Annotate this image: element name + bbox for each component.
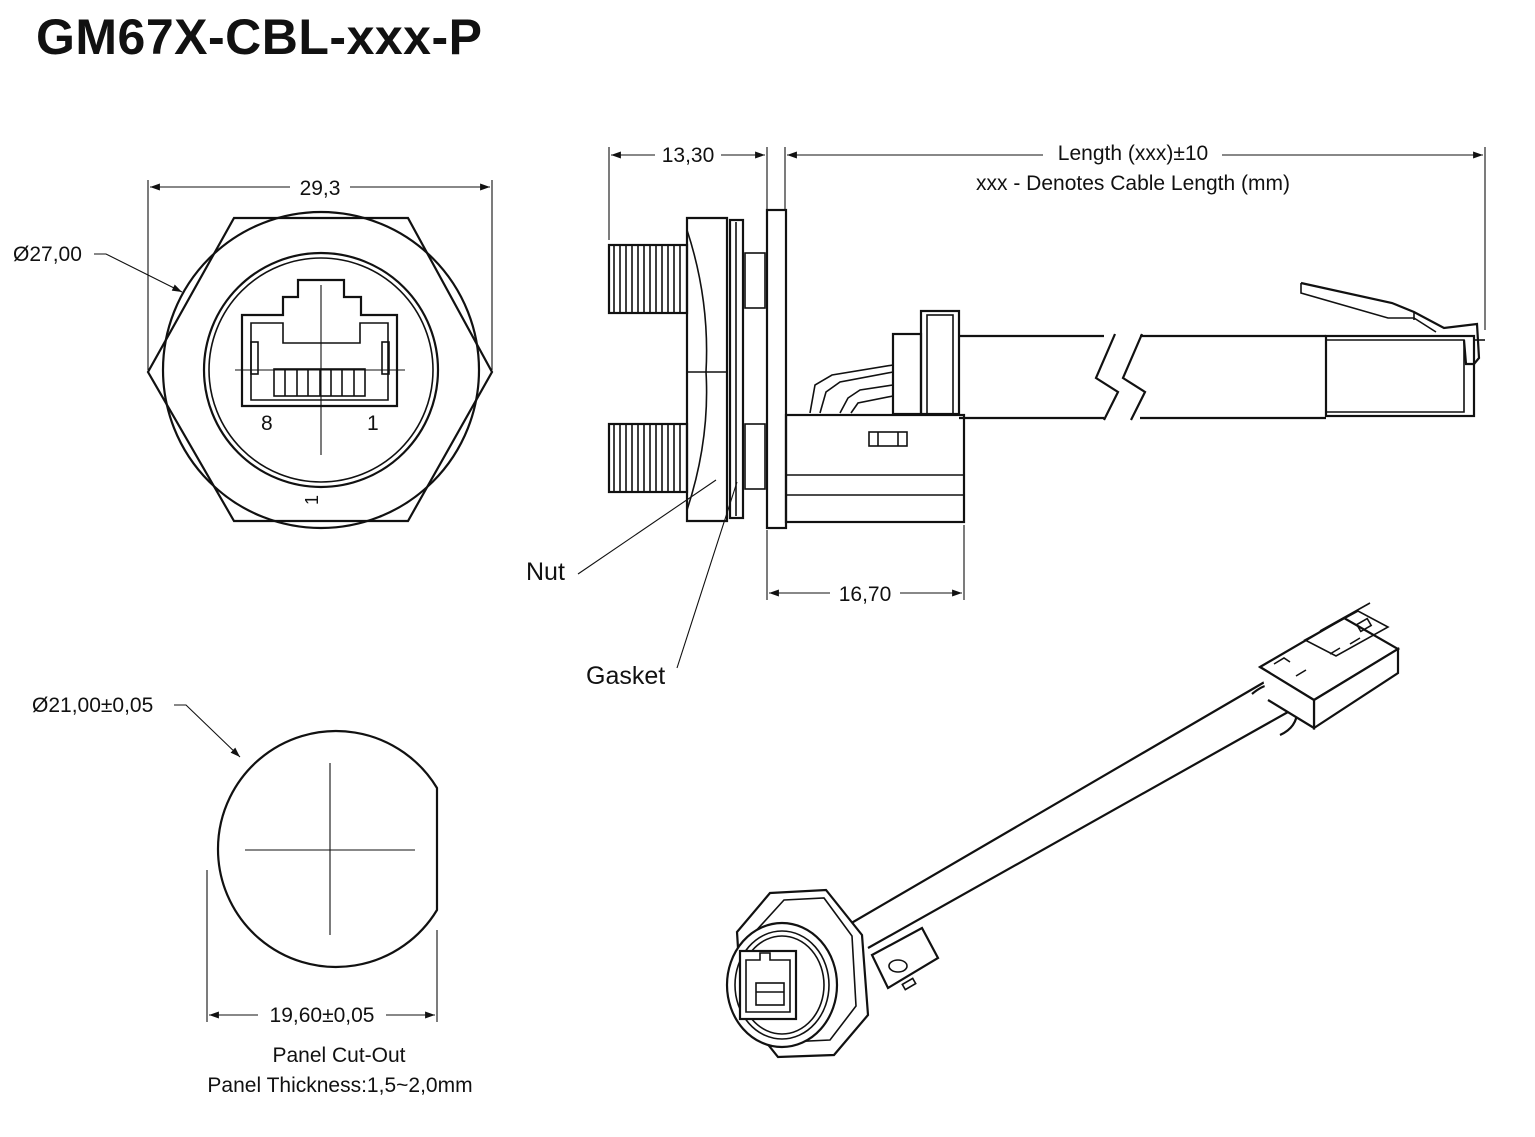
- cable: [959, 333, 1326, 421]
- cutout-caption: Panel Cut-Out: [272, 1044, 405, 1067]
- hex-nut-outline: [146, 216, 494, 523]
- rj45-socket-outline: [240, 278, 399, 408]
- iso-socket-opening: [738, 949, 798, 1021]
- panel-thickness-note: Panel Thickness:1,5~2,0mm: [207, 1074, 472, 1097]
- iso-rj45-plug: [1257, 602, 1401, 731]
- nut-profile: [685, 216, 729, 523]
- thread-length-dimension: 13,30: [662, 144, 715, 167]
- housing-length-dimension: 16,70: [839, 583, 892, 606]
- nut-chamfer-circle: [161, 210, 481, 530]
- cable-length-note: xxx - Denotes Cable Length (mm): [976, 172, 1290, 195]
- diameter-dimension: Ø27,00: [13, 243, 82, 266]
- cutout-diameter-dimension: Ø21,00±0,05: [32, 694, 153, 717]
- panel-cutout: Ø21,00±0,05 19,60±0,05 Panel Cut-Out Pan…: [32, 694, 473, 1097]
- rear-housing: [784, 413, 966, 524]
- pin-label-1: 1: [367, 412, 379, 435]
- side-view: 13,30 Length (xxx)±10 xxx - Denotes Cabl…: [526, 142, 1486, 690]
- rj45-plug: [1300, 281, 1485, 418]
- width-dimension: 29,3: [300, 177, 341, 200]
- bore-outer-circle: [202, 251, 440, 489]
- cutout-shape: [216, 729, 439, 969]
- orientation-mark: 1: [302, 495, 322, 505]
- threaded-barrel: [607, 243, 689, 494]
- cable-length-dimension: Length (xxx)±10: [1058, 142, 1208, 165]
- contact-pins: [273, 368, 366, 397]
- nut-callout: Nut: [526, 558, 565, 586]
- gasket-profile: [728, 218, 745, 520]
- isometric-view: [725, 602, 1401, 1059]
- gasket-callout: Gasket: [586, 662, 665, 690]
- pin-label-8: 8: [261, 412, 273, 435]
- drawing-title: GM67X-CBL-xxx-P: [36, 9, 483, 65]
- cutout-flat-dimension: 19,60±0,05: [270, 1004, 375, 1027]
- iso-cable: [847, 679, 1289, 949]
- front-view: 29,3 Ø27,00 8 1 1: [13, 177, 494, 530]
- panel-flange: [765, 208, 788, 530]
